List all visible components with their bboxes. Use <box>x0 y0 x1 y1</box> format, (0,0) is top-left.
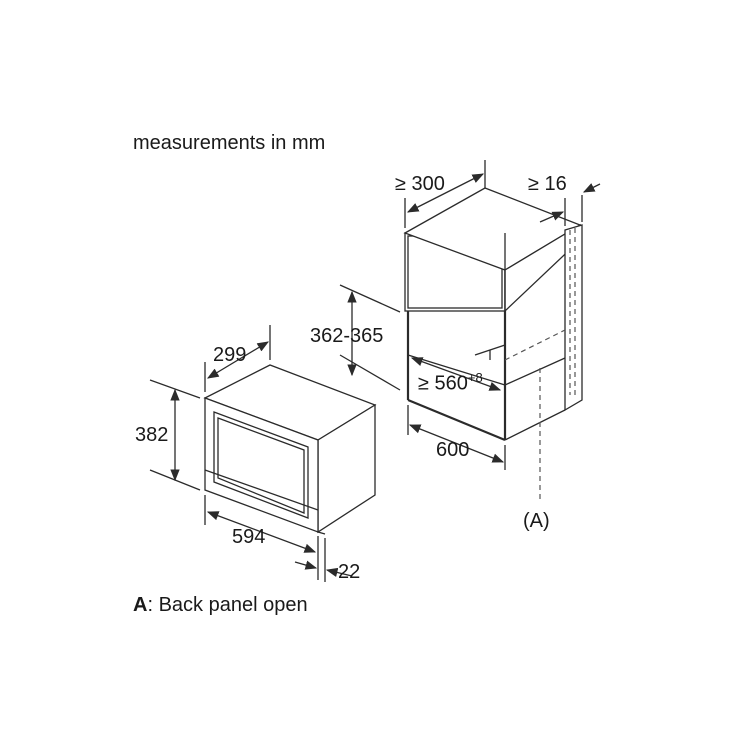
dim-niche-width-min-value: ≥ 560 <box>418 372 468 395</box>
appliance <box>203 364 377 535</box>
dim-appliance-depth: 299 <box>213 344 247 366</box>
dim-niche-height: 362-365 <box>310 325 384 347</box>
legend-key: A <box>133 594 148 616</box>
legend-text: : Back panel open <box>147 594 308 616</box>
dim-appliance-width: 594 <box>232 526 266 548</box>
callout-a: (A) <box>523 510 550 532</box>
dim-niche-width-min: ≥ 560+8 <box>418 371 483 394</box>
dim-appliance-height: 382 <box>135 424 169 446</box>
dim-niche-depth: ≥ 300 <box>395 173 445 195</box>
dim-niche-width-tolerance: +8 <box>467 370 483 385</box>
side-panel <box>564 224 583 412</box>
dim-appliance-front: 22 <box>338 561 361 583</box>
dimension-lines <box>149 160 601 582</box>
dim-niche-back-gap: ≥ 16 <box>528 173 567 195</box>
legend: A: Back panel open <box>133 595 308 615</box>
header-text: measurements in mm <box>133 132 326 154</box>
niche-cabinet <box>403 187 583 500</box>
dim-niche-width: 600 <box>436 439 470 461</box>
